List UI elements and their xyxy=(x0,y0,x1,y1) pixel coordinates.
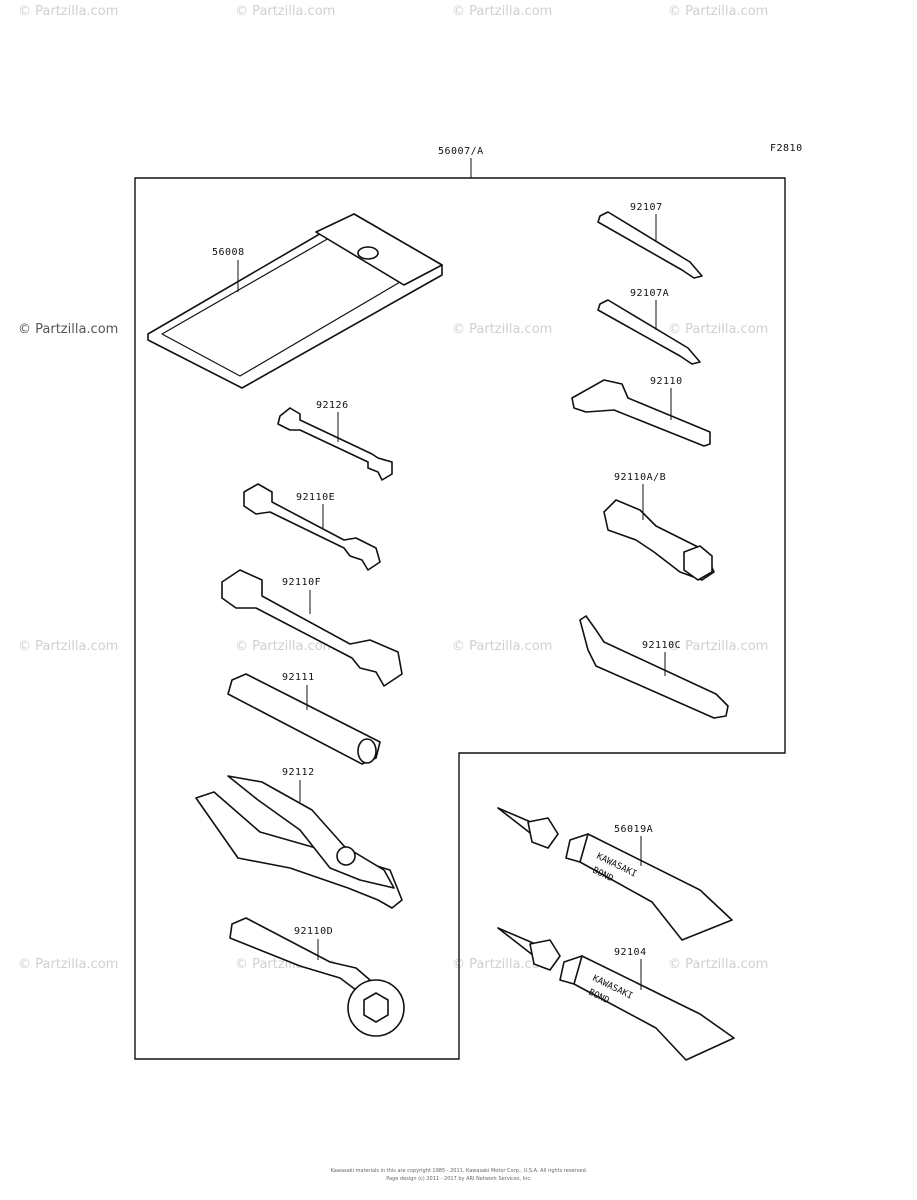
hook-spanner-icon[interactable] xyxy=(579,615,729,719)
watermark: © Partzilla.com xyxy=(452,4,552,19)
tool-bag-icon[interactable] xyxy=(147,213,443,389)
watermark: © Partzilla.com xyxy=(18,639,118,654)
part-label-56008: 56008 xyxy=(212,247,245,258)
screwdriver-bit-icon[interactable] xyxy=(597,299,701,365)
part-label-92110D: 92110D xyxy=(294,926,333,937)
watermark: © Partzilla.com xyxy=(18,4,118,19)
hex-key-icon[interactable] xyxy=(571,379,711,447)
spark-plug-wrench-icon[interactable] xyxy=(603,499,715,581)
kit-outline xyxy=(134,177,786,1060)
part-label-92110C: 92110C xyxy=(642,640,681,651)
screwdriver-bit-icon[interactable] xyxy=(597,211,703,279)
part-label-92110: 92110 xyxy=(650,376,683,387)
copyright-line-2: Page design (c) 2011 - 2017 by ARI Netwo… xyxy=(386,1176,532,1182)
part-label-92110A/B: 92110A/B xyxy=(614,472,666,483)
watermark-outside: © Partzilla.com xyxy=(18,322,118,337)
assembly-label: 56007/A xyxy=(438,146,484,157)
box-wrench-icon[interactable] xyxy=(229,917,405,1037)
screwdriver-handle-icon[interactable] xyxy=(227,673,381,765)
watermark: © Partzilla.com xyxy=(668,639,768,654)
watermark: © Partzilla.com xyxy=(235,4,335,19)
bond-tube-icon[interactable]: KAWASAKI BOND xyxy=(497,927,735,1061)
open-end-wrench-icon[interactable] xyxy=(277,407,393,481)
open-end-wrench-icon[interactable] xyxy=(221,569,403,687)
watermark: © Partzilla.com xyxy=(18,957,118,972)
part-label-92110F: 92110F xyxy=(282,577,321,588)
part-label-92112: 92112 xyxy=(282,767,315,778)
part-label-92107A: 92107A xyxy=(630,288,669,299)
part-label-92104: 92104 xyxy=(614,947,647,958)
part-label-92126: 92126 xyxy=(316,400,349,411)
part-label-92110E: 92110E xyxy=(296,492,335,503)
watermark: © Partzilla.com xyxy=(235,639,335,654)
pliers-icon[interactable] xyxy=(195,775,403,909)
watermark: © Partzilla.com xyxy=(668,4,768,19)
watermark: © Partzilla.com xyxy=(452,957,552,972)
watermark: © Partzilla.com xyxy=(668,322,768,337)
watermark: © Partzilla.com xyxy=(452,322,552,337)
open-end-wrench-icon[interactable] xyxy=(243,483,381,571)
part-label-56019A: 56019A xyxy=(614,824,653,835)
part-label-92107: 92107 xyxy=(630,202,663,213)
watermark: © Partzilla.com xyxy=(452,639,552,654)
copyright-line-1: Kawasaki materials in this are copyright… xyxy=(331,1168,588,1174)
part-label-92111: 92111 xyxy=(282,672,315,683)
figure-code: F2810 xyxy=(770,143,803,154)
watermark: © Partzilla.com xyxy=(668,957,768,972)
watermark-layer: © Partzilla.com © Partzilla.com © Partzi… xyxy=(18,4,768,972)
